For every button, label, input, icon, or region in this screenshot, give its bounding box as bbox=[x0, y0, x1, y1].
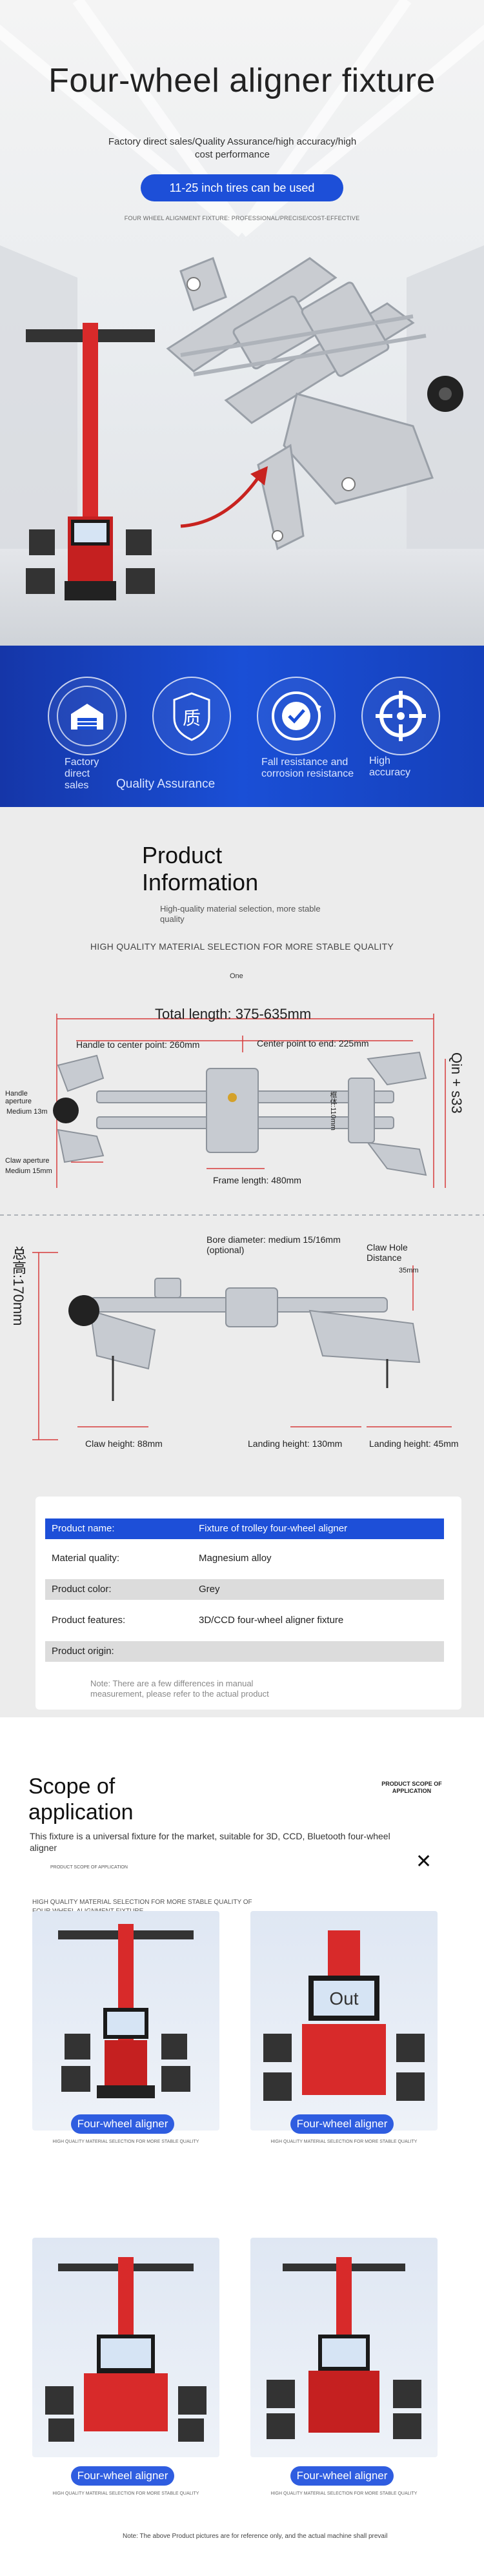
dim-claw-hole-value: 35mm bbox=[399, 1267, 419, 1274]
dim-total-height: 总高:170mm bbox=[10, 1246, 26, 1326]
dim-landing-height-1: Landing height: 130mm bbox=[248, 1438, 343, 1449]
card-pill: Four-wheel aligner bbox=[71, 2114, 174, 2134]
footer-note: Note: The above Product pictures are for… bbox=[123, 2533, 388, 2540]
spec-row-color: Product color: Grey bbox=[45, 1579, 444, 1600]
card-caption: HIGH QUALITY MATERIAL SELECTION FOR MORE… bbox=[52, 2140, 199, 2144]
spec-value bbox=[199, 1641, 444, 1662]
spec-label: Product origin: bbox=[52, 1646, 114, 1657]
top-view-diagram bbox=[53, 1014, 446, 1188]
card-pill: Four-wheel aligner bbox=[290, 2466, 394, 2486]
dashed-divider bbox=[0, 1214, 484, 1216]
measurement-note: Note: There are a few differences in man… bbox=[90, 1679, 269, 1699]
spec-row-features: Product features: 3D/CCD four-wheel alig… bbox=[45, 1610, 444, 1631]
shield-check-icon bbox=[272, 691, 321, 741]
quality-seal-char: 质 bbox=[183, 708, 201, 729]
scope-right-label: PRODUCT SCOPE OF APPLICATION bbox=[381, 1781, 442, 1794]
aligner-machine-image: Out bbox=[263, 1930, 425, 2101]
feature-label-factory: Factory direct sales bbox=[65, 757, 99, 791]
close-icon[interactable]: ✕ bbox=[416, 1851, 432, 1872]
dim-claw-hole-distance: Claw Hole Distance bbox=[367, 1242, 408, 1263]
spec-label: Product name: bbox=[52, 1523, 115, 1534]
product-info-title: Product Information bbox=[142, 842, 259, 895]
application-card bbox=[32, 1911, 219, 2131]
dim-bore-diameter: Bore diameter: medium 15/16mm (optional) bbox=[207, 1234, 341, 1255]
dim-frame-vertical: 框体:110mm bbox=[329, 1091, 337, 1130]
aligner-machine-image bbox=[267, 2257, 421, 2439]
hero-section: Four-wheel aligner fixture Factory direc… bbox=[0, 0, 484, 646]
spec-value: Grey bbox=[199, 1584, 220, 1595]
dim-frame-length: Frame length: 480mm bbox=[213, 1175, 301, 1185]
screen-text: Out bbox=[329, 1988, 358, 2009]
tire-size-pill: 11-25 inch tires can be used bbox=[141, 174, 343, 201]
feature-badge-accuracy bbox=[361, 677, 440, 755]
scope-small-text: PRODUCT SCOPE OF APPLICATION bbox=[50, 1865, 128, 1870]
scope-description: This fixture is a universal fixture for … bbox=[30, 1831, 390, 1853]
dim-claw-aperture-value: Medium 15mm bbox=[5, 1167, 52, 1175]
crosshair-icon bbox=[376, 691, 426, 741]
dim-claw-height: Claw height: 88mm bbox=[85, 1438, 163, 1449]
aligner-machine-illustration bbox=[26, 323, 155, 600]
dim-handle-aperture: Handle aperture bbox=[5, 1090, 32, 1105]
side-view-diagram bbox=[32, 1252, 452, 1440]
product-info-subtitle-caps: HIGH QUALITY MATERIAL SELECTION FOR MORE… bbox=[90, 941, 394, 952]
dim-handle-to-center: Handle to center point: 260mm bbox=[76, 1039, 200, 1050]
dim-center-to-end: Center point to end: 225mm bbox=[257, 1038, 369, 1048]
dim-landing-height-2: Landing height: 45mm bbox=[369, 1438, 459, 1449]
application-card bbox=[250, 2238, 438, 2457]
red-arrow bbox=[180, 466, 268, 528]
feature-label-accuracy: High accuracy bbox=[369, 755, 411, 778]
product-info-subtitle: High-quality material selection, more st… bbox=[160, 904, 321, 924]
card-caption: HIGH QUALITY MATERIAL SELECTION FOR MORE… bbox=[52, 2491, 199, 2496]
card-pill: Four-wheel aligner bbox=[71, 2466, 174, 2486]
hero-description: Factory direct sales/Quality Assurance/h… bbox=[108, 136, 357, 160]
quality-seal-icon: 质 bbox=[173, 692, 210, 741]
feature-badge-quality: 质 bbox=[152, 677, 231, 755]
aligner-machine-image bbox=[45, 2257, 207, 2442]
scope-title: Scope of application bbox=[28, 1774, 134, 1825]
feature-label-resistance: Fall resistance and corrosion resistance bbox=[261, 757, 354, 779]
product-info-one: One bbox=[230, 972, 243, 980]
card-caption: HIGH QUALITY MATERIAL SELECTION FOR MORE… bbox=[270, 2140, 418, 2144]
dim-claw-aperture: Claw aperture bbox=[5, 1157, 50, 1165]
spec-row-origin: Product origin: bbox=[45, 1641, 444, 1662]
card-caption: HIGH QUALITY MATERIAL SELECTION FOR MORE… bbox=[270, 2491, 418, 2496]
application-card bbox=[32, 2238, 219, 2457]
application-card: Out bbox=[250, 1911, 438, 2131]
card-pill: Four-wheel aligner bbox=[290, 2114, 394, 2134]
dim-total-length: Total length: 375-635mm bbox=[155, 1006, 312, 1022]
factory-icon bbox=[57, 686, 117, 746]
spec-value: 3D/CCD four-wheel aligner fixture bbox=[199, 1615, 344, 1626]
spec-label: Material quality: bbox=[52, 1553, 120, 1564]
dim-side-label: Qin + s33 bbox=[449, 1052, 465, 1114]
hero-tagline: FOUR WHEEL ALIGNMENT FIXTURE: PROFESSION… bbox=[124, 215, 360, 221]
feature-badge-resistance bbox=[257, 677, 336, 755]
fixture-illustration bbox=[166, 257, 463, 551]
spec-label: Product features: bbox=[52, 1615, 126, 1626]
feature-badge-factory bbox=[48, 677, 126, 755]
spec-value: Magnesium alloy bbox=[199, 1553, 272, 1564]
dim-handle-aperture-value: Medium 13m bbox=[6, 1108, 48, 1116]
feature-label-quality: Quality Assurance bbox=[116, 777, 216, 791]
hero-title: Four-wheel aligner fixture bbox=[48, 62, 436, 99]
aligner-machine-image bbox=[58, 1924, 194, 2098]
spec-row-material: Material quality: Magnesium alloy bbox=[45, 1548, 444, 1569]
spec-row-name: Product name: Fixture of trolley four-wh… bbox=[45, 1518, 444, 1539]
spec-label: Product color: bbox=[52, 1584, 112, 1595]
spec-value: Fixture of trolley four-wheel aligner bbox=[199, 1523, 348, 1534]
